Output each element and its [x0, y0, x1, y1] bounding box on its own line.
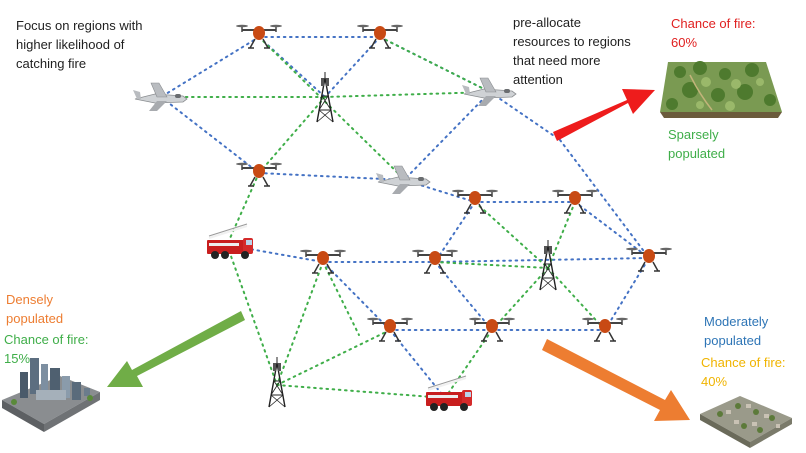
city-chance-label: Chance of fire:: [4, 332, 89, 347]
village-arrow: [542, 339, 690, 421]
village-chance-value: 40%: [701, 374, 728, 389]
drone-node: [468, 316, 516, 342]
city-chance-value: 15%: [4, 351, 31, 366]
drone-node: [235, 161, 283, 187]
forest-image: [660, 61, 782, 118]
drone-node: [299, 248, 347, 274]
green-links: [160, 36, 606, 399]
city-population: Densely populated: [6, 292, 64, 326]
forest-chance-value: 60%: [671, 35, 698, 50]
drone-node: [625, 246, 673, 272]
blue-links: [160, 36, 650, 399]
forest-chance-label: Chance of fire:: [671, 16, 756, 31]
forest-arrow: [553, 89, 655, 141]
drone-node: [411, 248, 459, 274]
drone-node: [551, 188, 599, 214]
forest-population: Sparsely populated: [668, 127, 726, 161]
drone-node: [451, 188, 499, 214]
city-image: [2, 358, 100, 432]
fire-truck-node: [425, 375, 473, 412]
village-population: Moderately populated: [704, 314, 769, 348]
drone-node: [235, 23, 283, 49]
preallocate-annotation: pre-allocate resources to regions that n…: [513, 15, 631, 87]
focus-annotation: Focus on regions with higher likelihood …: [16, 18, 143, 71]
cell-tower-node: [539, 239, 557, 291]
fire-truck-node: [206, 223, 254, 260]
village-image: [700, 396, 792, 448]
village-chance-label: Chance of fire:: [701, 355, 786, 370]
drone-node: [581, 316, 629, 342]
city-arrow: [107, 311, 245, 387]
